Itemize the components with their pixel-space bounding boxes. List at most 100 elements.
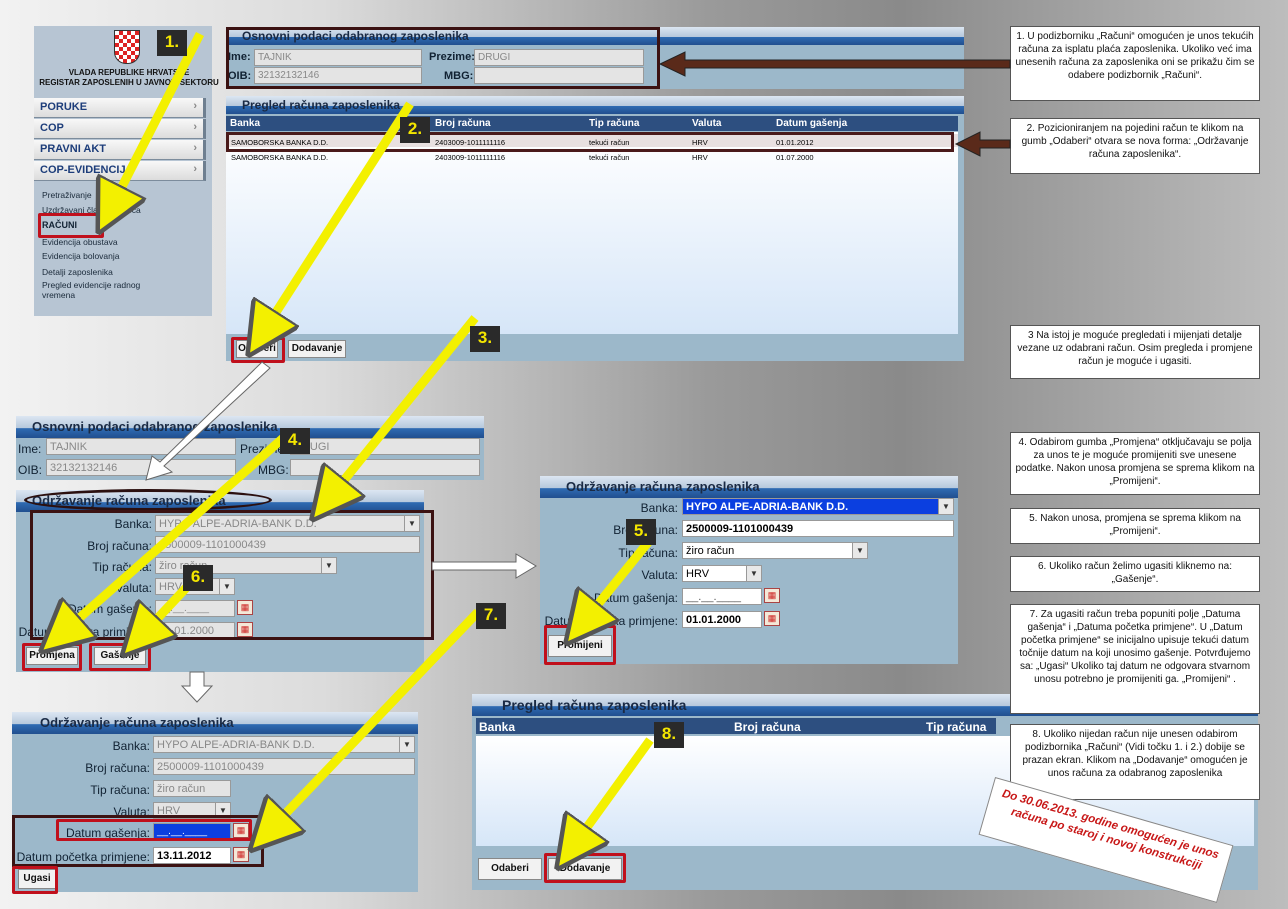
row2-tip: tekući račun bbox=[589, 153, 630, 162]
row2-valuta: HRV bbox=[692, 153, 708, 162]
valuta-field-2[interactable]: HRV ▼ bbox=[682, 565, 762, 582]
step-2-badge: 2. bbox=[400, 117, 430, 143]
empty-col-tip: Tip računa bbox=[926, 720, 987, 734]
tip-value-3: žiro račun bbox=[157, 783, 206, 795]
empty-table-header bbox=[476, 718, 996, 734]
basic-info-panel-2: Osnovni podaci odabranog zaposlenika Ime… bbox=[16, 416, 484, 480]
row1-tip: tekući račun bbox=[589, 138, 630, 147]
chevron-down-icon: ▼ bbox=[746, 566, 761, 581]
sidebar-sub-uzdrzavani[interactable]: Uzdržavani članovi / djeca bbox=[42, 205, 141, 215]
gasenje-field-2[interactable]: __.__.____ bbox=[682, 588, 762, 605]
sidebar-sub-detalji[interactable]: Detalji zaposlenika bbox=[42, 267, 113, 277]
valuta-label-1: Valuta: bbox=[115, 581, 152, 595]
chevron-down-icon: ▼ bbox=[219, 579, 234, 594]
col-banka: Banka bbox=[230, 118, 261, 129]
banka-field-2[interactable]: HYPO ALPE-ADRIA-BANK D.D.▼ bbox=[682, 498, 954, 515]
chevron-down-icon: ▼ bbox=[404, 516, 419, 531]
highlight-basic-info bbox=[226, 27, 660, 89]
oib-label: OIB: bbox=[228, 70, 252, 82]
broj-field-2[interactable]: 2500009-1101000439 bbox=[682, 520, 954, 537]
step-7-badge: 7. bbox=[476, 603, 506, 629]
ime-label-2: Ime: bbox=[18, 442, 42, 456]
tip-label-3: Tip računa: bbox=[90, 783, 150, 797]
broj-label-1: Broj računa: bbox=[87, 539, 152, 553]
sidebar-sub-radno-vrijeme[interactable]: Pregled evidencije radnog vremena bbox=[42, 280, 141, 300]
row1-broj: 2403009-1011111116 bbox=[435, 138, 506, 147]
accounts-panel: Pregled računa zaposlenika Banka Broj ra… bbox=[226, 96, 964, 361]
col-tip: Tip računa bbox=[589, 118, 640, 129]
step-3-badge: 3. bbox=[470, 326, 500, 352]
calendar-icon[interactable]: ▦ bbox=[237, 600, 253, 615]
tip-field-3[interactable]: žiro račun bbox=[153, 780, 231, 797]
arrow-step-6 bbox=[140, 584, 190, 637]
highlight-form-title bbox=[24, 489, 272, 511]
sidebar-sub-pretrazivanje[interactable]: Pretraživanje bbox=[42, 190, 92, 200]
prezime-label: Prezime: bbox=[429, 51, 475, 63]
valuta-value-3: HRV bbox=[157, 805, 181, 817]
calendar-icon[interactable]: ▦ bbox=[764, 611, 780, 626]
prezime-field: DRUGI bbox=[474, 49, 644, 66]
sidebar-sub-obustave[interactable]: Evidencija obustava bbox=[42, 237, 118, 247]
broj-label-3: Broj računa: bbox=[85, 761, 150, 775]
note-1: 1. U podizborniku „Računi“ omogućen je u… bbox=[1010, 26, 1260, 101]
note-3: 3 Na istoj je moguće pregledati i mijenj… bbox=[1010, 325, 1260, 379]
note-8: 8. Ukoliko nijedan račun nije unesen oda… bbox=[1010, 724, 1260, 800]
broj-field-3[interactable]: 2500009-1101000439 bbox=[153, 758, 415, 775]
sidebar-item-cop[interactable]: COP› bbox=[34, 119, 206, 139]
row2-broj: 2403009-1011111116 bbox=[435, 153, 506, 162]
ime-label: Ime: bbox=[228, 51, 251, 63]
mbg-label: MBG: bbox=[444, 70, 474, 82]
col-datum: Datum gašenja bbox=[776, 118, 848, 129]
pocetak-field-3[interactable]: 13.11.2012 bbox=[153, 847, 231, 864]
row2-banka: SAMOBORSKA BANKA D.D. bbox=[231, 153, 329, 162]
oib-label-2: OIB: bbox=[18, 463, 43, 477]
empty-col-broj: Broj računa bbox=[734, 720, 801, 734]
calendar-icon[interactable]: ▦ bbox=[237, 622, 253, 637]
calendar-icon[interactable]: ▦ bbox=[764, 588, 780, 603]
pocetak-field-2[interactable]: 01.01.2000 bbox=[682, 611, 762, 628]
row2-datum: 01.07.2000 bbox=[776, 153, 814, 162]
step-8-badge: 8. bbox=[654, 722, 684, 748]
pocetak-label-3: Datum početka primjene: bbox=[16, 850, 150, 864]
step-1-badge: 1. bbox=[157, 30, 187, 56]
arrow-step-7 bbox=[268, 608, 482, 832]
broj-field-1[interactable]: 2500009-1101000439 bbox=[155, 536, 420, 553]
row1-datum: 01.01.2012 bbox=[776, 138, 814, 147]
note-7: 7. Za ugasiti račun treba popuniti polje… bbox=[1010, 604, 1260, 714]
chevron-down-icon: ▼ bbox=[321, 558, 336, 573]
banka-value-3: HYPO ALPE-ADRIA-BANK D.D. bbox=[157, 739, 315, 751]
arrow-form-to-edit bbox=[431, 553, 537, 579]
valuta-field-3[interactable]: HRV▼ bbox=[153, 802, 231, 819]
dodavanje-button[interactable]: Dodavanje bbox=[288, 340, 346, 358]
step-6-badge: 6. bbox=[183, 565, 213, 591]
tip-value-2: žiro račun bbox=[686, 545, 735, 557]
sidebar-item-pravni-akt[interactable]: PRAVNI AKT› bbox=[34, 140, 206, 160]
form-title-3: Održavanje računa zaposlenika bbox=[12, 712, 418, 734]
basic-info-title-2: Osnovni podaci odabranog zaposlenika bbox=[16, 416, 484, 438]
banka-value-1: HYPO ALPE-ADRIA-BANK D.D. bbox=[159, 518, 317, 530]
empty-odaberi-button[interactable]: Odaberi bbox=[478, 858, 542, 880]
mbg-label-2: MBG: bbox=[258, 463, 289, 477]
col-broj: Broj računa bbox=[435, 118, 491, 129]
highlight-selected-row bbox=[226, 132, 954, 152]
note-6: 6. Ukoliko račun želimo ugasiti kliknemo… bbox=[1010, 556, 1260, 592]
step-5-badge: 5. bbox=[626, 519, 656, 545]
arrow-step-5 bbox=[582, 537, 654, 624]
note-2: 2. Pozicioniranjem na pojedini račun te … bbox=[1010, 118, 1260, 174]
note-4: 4. Odabirom gumba „Promjena“ otključavaj… bbox=[1010, 432, 1260, 495]
valuta-value-2: HRV bbox=[686, 568, 710, 580]
arrow-note1 bbox=[658, 51, 1011, 77]
sidebar-sub-bolovanja[interactable]: Evidencija bolovanja bbox=[42, 251, 120, 261]
chevron-down-icon: ▼ bbox=[852, 543, 867, 558]
sidebar-sub-racuni[interactable]: RAČUNI bbox=[42, 220, 77, 230]
banka-label-2: Banka: bbox=[640, 501, 678, 515]
row1-banka: SAMOBORSKA BANKA D.D. bbox=[231, 138, 329, 147]
basic-info-panel: Osnovni podaci odabranog zaposlenika Ime… bbox=[226, 27, 964, 89]
tip-field-2[interactable]: žiro račun ▼ bbox=[682, 542, 868, 559]
gasenje-label-3: Datum gašenja: bbox=[65, 826, 150, 840]
arrow-step-4 bbox=[60, 428, 293, 635]
banka-label-1: Banka: bbox=[114, 517, 152, 531]
form-title-2: Održavanje računa zaposlenika bbox=[540, 476, 958, 498]
basic-info-title: Osnovni podaci odabranog zaposlenika bbox=[226, 27, 964, 45]
note-5: 5. Nakon unosa, promjena se sprema kliko… bbox=[1010, 508, 1260, 544]
